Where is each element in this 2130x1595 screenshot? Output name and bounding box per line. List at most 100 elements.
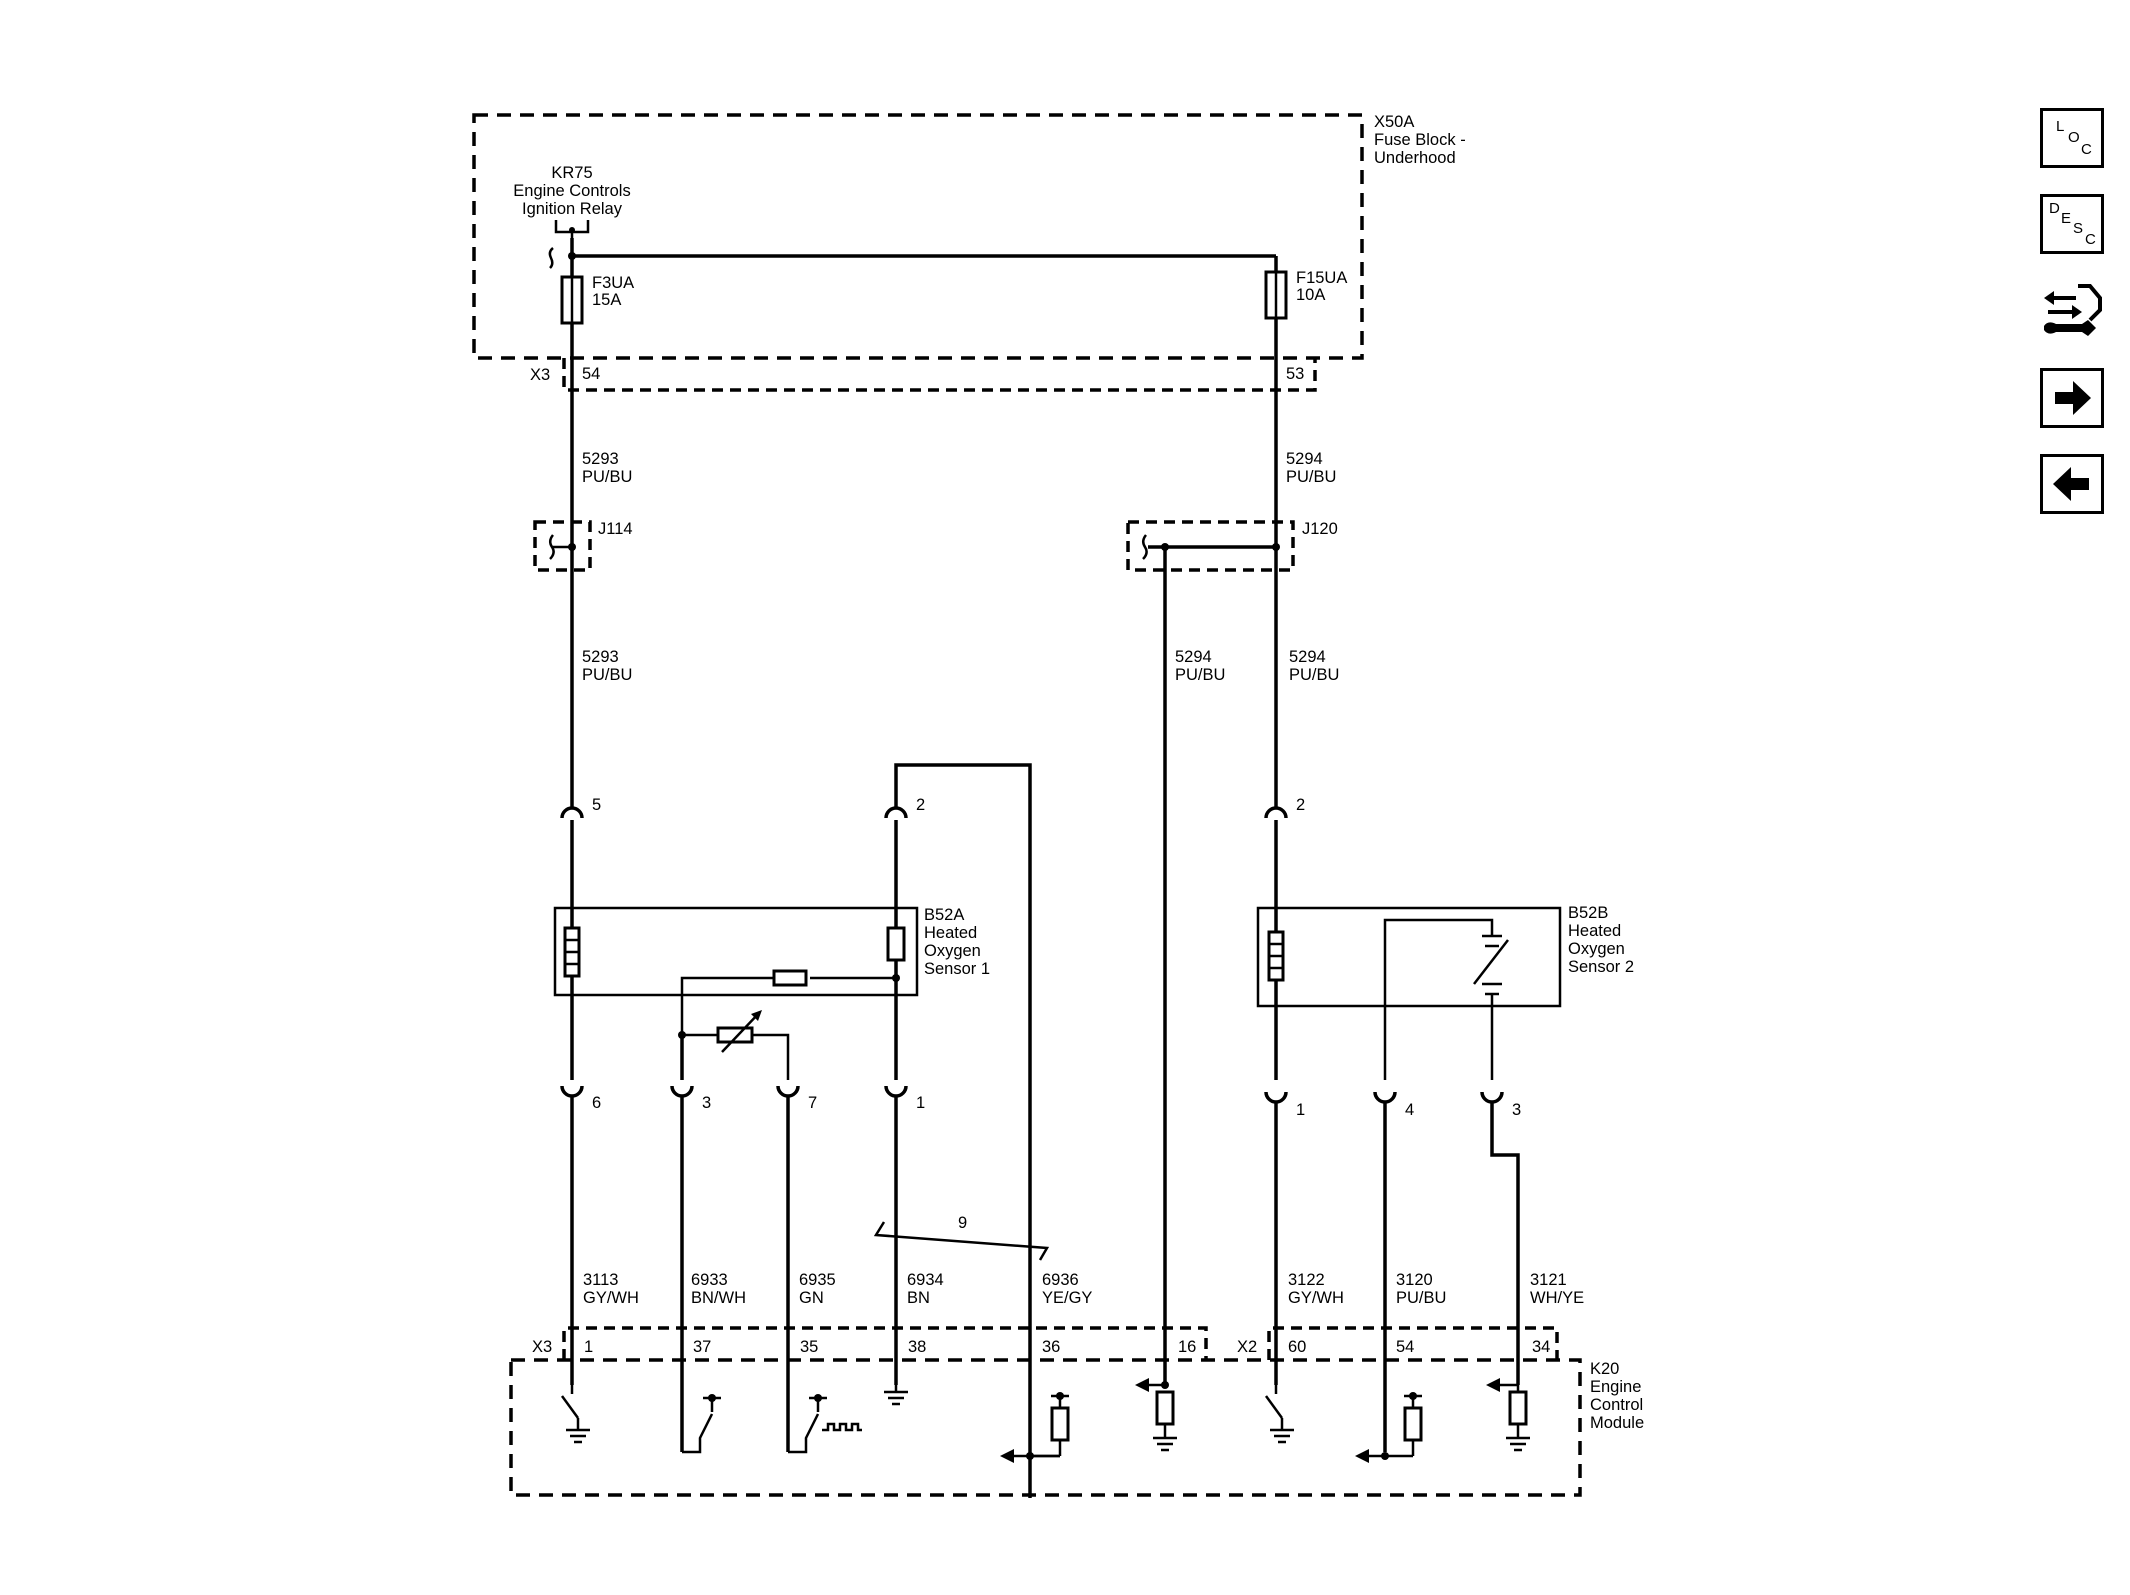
relay-name: Engine Controls: [513, 182, 630, 200]
sensor1-pin-2: 2: [916, 796, 925, 814]
wire-6935-circuit: 6935: [799, 1271, 836, 1289]
splice-j114-label: J114: [598, 520, 633, 538]
wire-6935-color: GN: [799, 1289, 824, 1307]
loc-letter-o: O: [2068, 129, 2080, 146]
ecm-pin-36: 36: [1042, 1338, 1060, 1356]
sensor2-pin-3: 3: [1512, 1101, 1521, 1119]
wire-label-5294-circuit: 5294: [1286, 450, 1323, 468]
wire-6936-color: YE/GY: [1042, 1289, 1092, 1307]
desc-button[interactable]: D E S C: [2040, 194, 2104, 254]
wire-3122-circuit: 3122: [1288, 1271, 1325, 1289]
sensor1-pin-5: 5: [592, 796, 601, 814]
sensor1-pin-3: 3: [702, 1094, 711, 1112]
ecm-pin-54: 54: [1396, 1338, 1414, 1356]
splice-j114: J114: [533, 520, 633, 572]
pin-54: 54: [582, 365, 600, 383]
ecm-name-3: Module: [1590, 1414, 1644, 1432]
wire-label-5293-color: PU/BU: [582, 468, 632, 486]
ecm-pin-16: 16: [1178, 1338, 1196, 1356]
fuse-f15ua: F15UA 10A: [1264, 269, 1347, 320]
sensor-b52b: 2 B52B Heated Oxygen Sensor 2 1 4 3: [1256, 796, 1634, 1452]
twisted-pair-marker: 9: [873, 1214, 1050, 1261]
relay-name-2: Ignition Relay: [522, 200, 623, 218]
wire-label-5294-color-c: PU/BU: [1289, 666, 1339, 684]
ecm-pin-35: 35: [800, 1338, 818, 1356]
sensor2-name-3: Sensor 2: [1568, 958, 1634, 976]
sensor1-bottom-connector: 6 3 7 1: [560, 1085, 925, 1452]
splice-j120-label: J120: [1302, 520, 1338, 538]
wire-3113-circuit: 3113: [583, 1271, 618, 1289]
wire-label-5294-color-b: PU/BU: [1175, 666, 1225, 684]
fuse-block-x50a: X50A Fuse Block - Underhood KR75 Engine …: [472, 113, 1466, 360]
ecm-pin-34: 34: [1532, 1338, 1550, 1356]
ecm-name: Engine: [1590, 1378, 1641, 1396]
fuse-f3ua: F3UA 15A: [560, 274, 634, 325]
sensor1-name-3: Sensor 1: [924, 960, 990, 978]
wire-label-5293-color-b: PU/BU: [582, 666, 632, 684]
ecm-name-2: Control: [1590, 1396, 1643, 1414]
ecm-connector-x3: X3: [532, 1338, 552, 1356]
wire-3122-color: GY/WH: [1288, 1289, 1344, 1307]
loc-letter-c: C: [2081, 141, 2092, 158]
twisted-pair-note: 9: [958, 1214, 967, 1232]
fuse-f15ua-rating: 10A: [1296, 286, 1325, 304]
lower-wire-labels: 3113 GY/WH 6933 BN/WH 6935 GN 6934 BN 69…: [583, 1271, 1584, 1307]
sensor-b52a: 5 2 B52A Heated Oxygen Sensor 1: [553, 763, 1032, 1498]
wire-label-5294-circuit-c: 5294: [1289, 648, 1326, 666]
arrow-right-icon[interactable]: [2040, 368, 2104, 428]
ecm-pin-60: 60: [1288, 1338, 1306, 1356]
sensor2-pin-2: 2: [1296, 796, 1305, 814]
fuse-block-name: Fuse Block -: [1374, 131, 1466, 149]
sensor2-bottom-connector: 1 4 3: [1264, 1091, 1521, 1452]
ecm-pin-38: 38: [908, 1338, 926, 1356]
sensor2-pin-1: 1: [1296, 1101, 1305, 1119]
connector-x3-id: X3: [530, 366, 550, 384]
fuse-block-name-2: Underhood: [1374, 149, 1456, 167]
fuse-f3ua-rating: 15A: [592, 291, 621, 309]
arrow-left-icon[interactable]: [2040, 454, 2104, 514]
wire-label-5294-color: PU/BU: [1286, 468, 1336, 486]
wire-3120-circuit: 3120: [1396, 1271, 1433, 1289]
sensor1-name-2: Oxygen: [924, 942, 981, 960]
pin-53: 53: [1286, 365, 1304, 383]
fuse-f3ua-id: F3UA: [592, 274, 634, 292]
fuse-block-id: X50A: [1374, 113, 1414, 131]
fuse-f15ua-id: F15UA: [1296, 269, 1347, 287]
wire-3120-color: PU/BU: [1396, 1289, 1446, 1307]
wire-6934-circuit: 6934: [907, 1271, 944, 1289]
ecm-pin-37: 37: [693, 1338, 711, 1356]
sensor2-pin-4: 4: [1405, 1101, 1414, 1119]
desc-letter-d: D: [2049, 200, 2060, 217]
wire-3121-circuit: 3121: [1530, 1271, 1567, 1289]
sensor1-name: Heated: [924, 924, 977, 942]
sensor1-id: B52A: [924, 906, 964, 924]
wire-6933-color: BN/WH: [691, 1289, 746, 1307]
sensor2-name: Heated: [1568, 922, 1621, 940]
desc-letter-e: E: [2061, 210, 2072, 227]
loc-letter-l: L: [2056, 118, 2065, 135]
ecm-id: K20: [1590, 1360, 1619, 1378]
wire-6933-circuit: 6933: [691, 1271, 728, 1289]
sensor1-pin-7: 7: [808, 1094, 817, 1112]
ecm-pin-1: 1: [584, 1338, 593, 1356]
desc-letter-c: C: [2085, 231, 2096, 248]
relay-kr75: KR75 Engine Controls Ignition Relay: [513, 164, 631, 269]
loc-button[interactable]: L O C: [2040, 108, 2104, 168]
relay-id: KR75: [551, 164, 592, 182]
ecm-connector-x2: X2: [1237, 1338, 1257, 1356]
ecm-k20: X3 1 37 35 38 36 16 X2 60 54 34 K20 Engi…: [509, 1326, 1644, 1497]
desc-letter-s: S: [2073, 220, 2084, 237]
splice-j120: J120: [1126, 520, 1338, 572]
wire-6936-circuit: 6936: [1042, 1271, 1079, 1289]
sensor2-id: B52B: [1568, 904, 1608, 922]
sensor1-pin-6: 6: [592, 1094, 601, 1112]
connector-wrench-icon[interactable]: [2038, 280, 2106, 342]
connector-x3-top: X3 54 53: [530, 358, 1317, 392]
wire-6934-color: BN: [907, 1289, 930, 1307]
wire-label-5293-circuit-b: 5293: [582, 648, 619, 666]
sensor1-pin-1: 1: [916, 1094, 925, 1112]
sensor2-name-2: Oxygen: [1568, 940, 1625, 958]
wire-label-5294-circuit-b: 5294: [1175, 648, 1212, 666]
wire-label-5293-circuit: 5293: [582, 450, 619, 468]
